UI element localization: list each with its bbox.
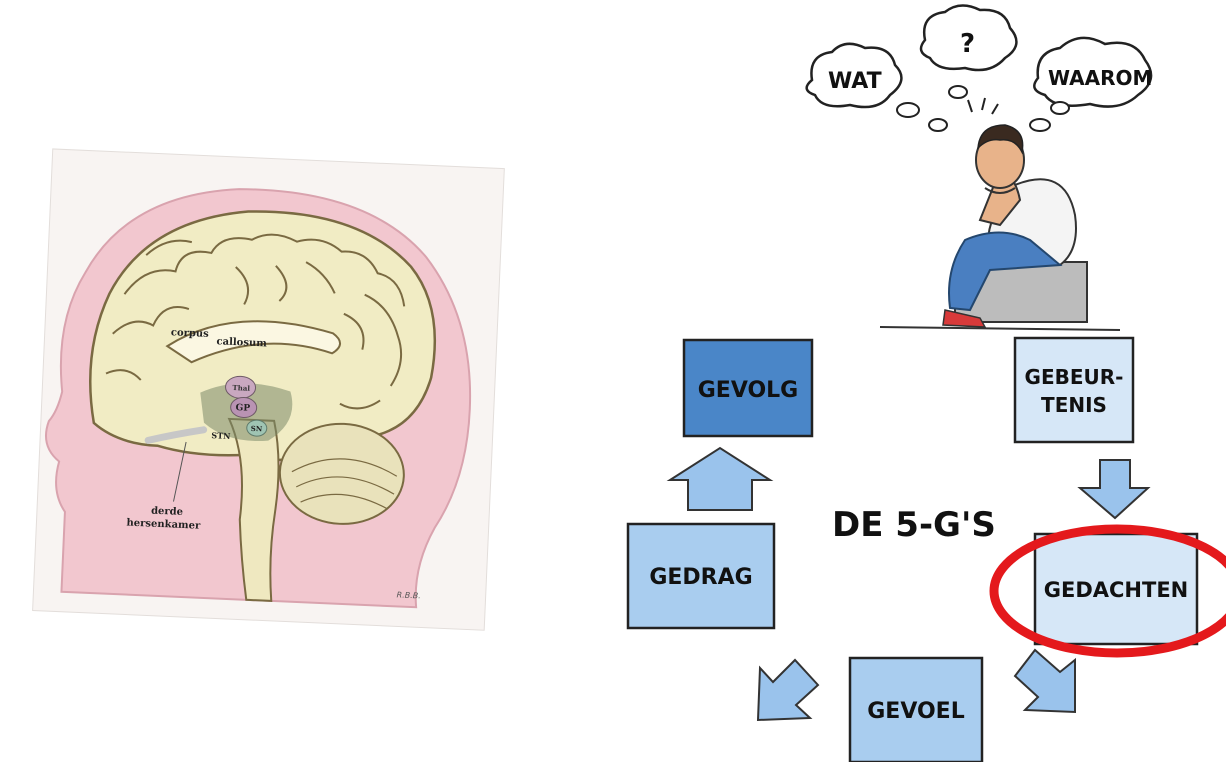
label-callosum: callosum [216,336,267,349]
five-gs-cycle-panel: WAT ? WAAROM GEVOLG [560,0,1226,762]
box-gedachten-label: GEDACHTEN [1044,578,1189,602]
label-thal: Thal [232,383,250,393]
box-gedrag-label: GEDRAG [649,565,752,590]
thought-cloud-left: WAT [807,44,902,107]
arrow-gevoel-to-gedrag [758,660,818,720]
box-gevoel: GEVOEL [850,658,982,762]
thought-question: ? [960,29,975,59]
box-gevoel-label: GEVOEL [867,699,964,724]
arrow-gebeurtenis-to-gedachten [1080,460,1148,518]
thought-wat: WAT [828,69,882,94]
artist-signature: R.B.B. [396,590,421,600]
label-gp: GP [235,403,250,414]
five-gs-diagram: WAT ? WAAROM GEVOLG [560,0,1226,762]
arrow-gedachten-to-gevoel [1015,650,1075,712]
thought-waarom: WAAROM [1048,66,1152,90]
box-gebeurtenis: GEBEUR- TENIS [1015,338,1133,442]
box-gedachten: GEDACHTEN [1035,534,1197,644]
label-derde: derde [151,506,183,518]
thought-cloud-right: WAAROM [1034,38,1152,107]
label-corpus: corpus [171,327,210,340]
brain-illustration-panel: corpus callosum Thal GP SN STN derde her… [0,0,560,762]
label-stn: STN [211,430,230,441]
diagram-title: DE 5-G'S [832,505,996,545]
label-sn: SN [251,424,263,434]
arrow-gedrag-to-gevolg [670,448,770,510]
box-gevolg-label: GEVOLG [698,378,799,403]
box-gebeurtenis-line1: GEBEUR- [1025,365,1124,389]
brain-illustration: corpus callosum Thal GP SN STN derde her… [0,0,560,762]
thought-cloud-middle: ? [921,5,1016,70]
thinking-man [880,125,1120,330]
box-gedrag: GEDRAG [628,524,774,628]
box-gevolg: GEVOLG [684,340,812,436]
box-gebeurtenis-line2: TENIS [1041,393,1107,417]
